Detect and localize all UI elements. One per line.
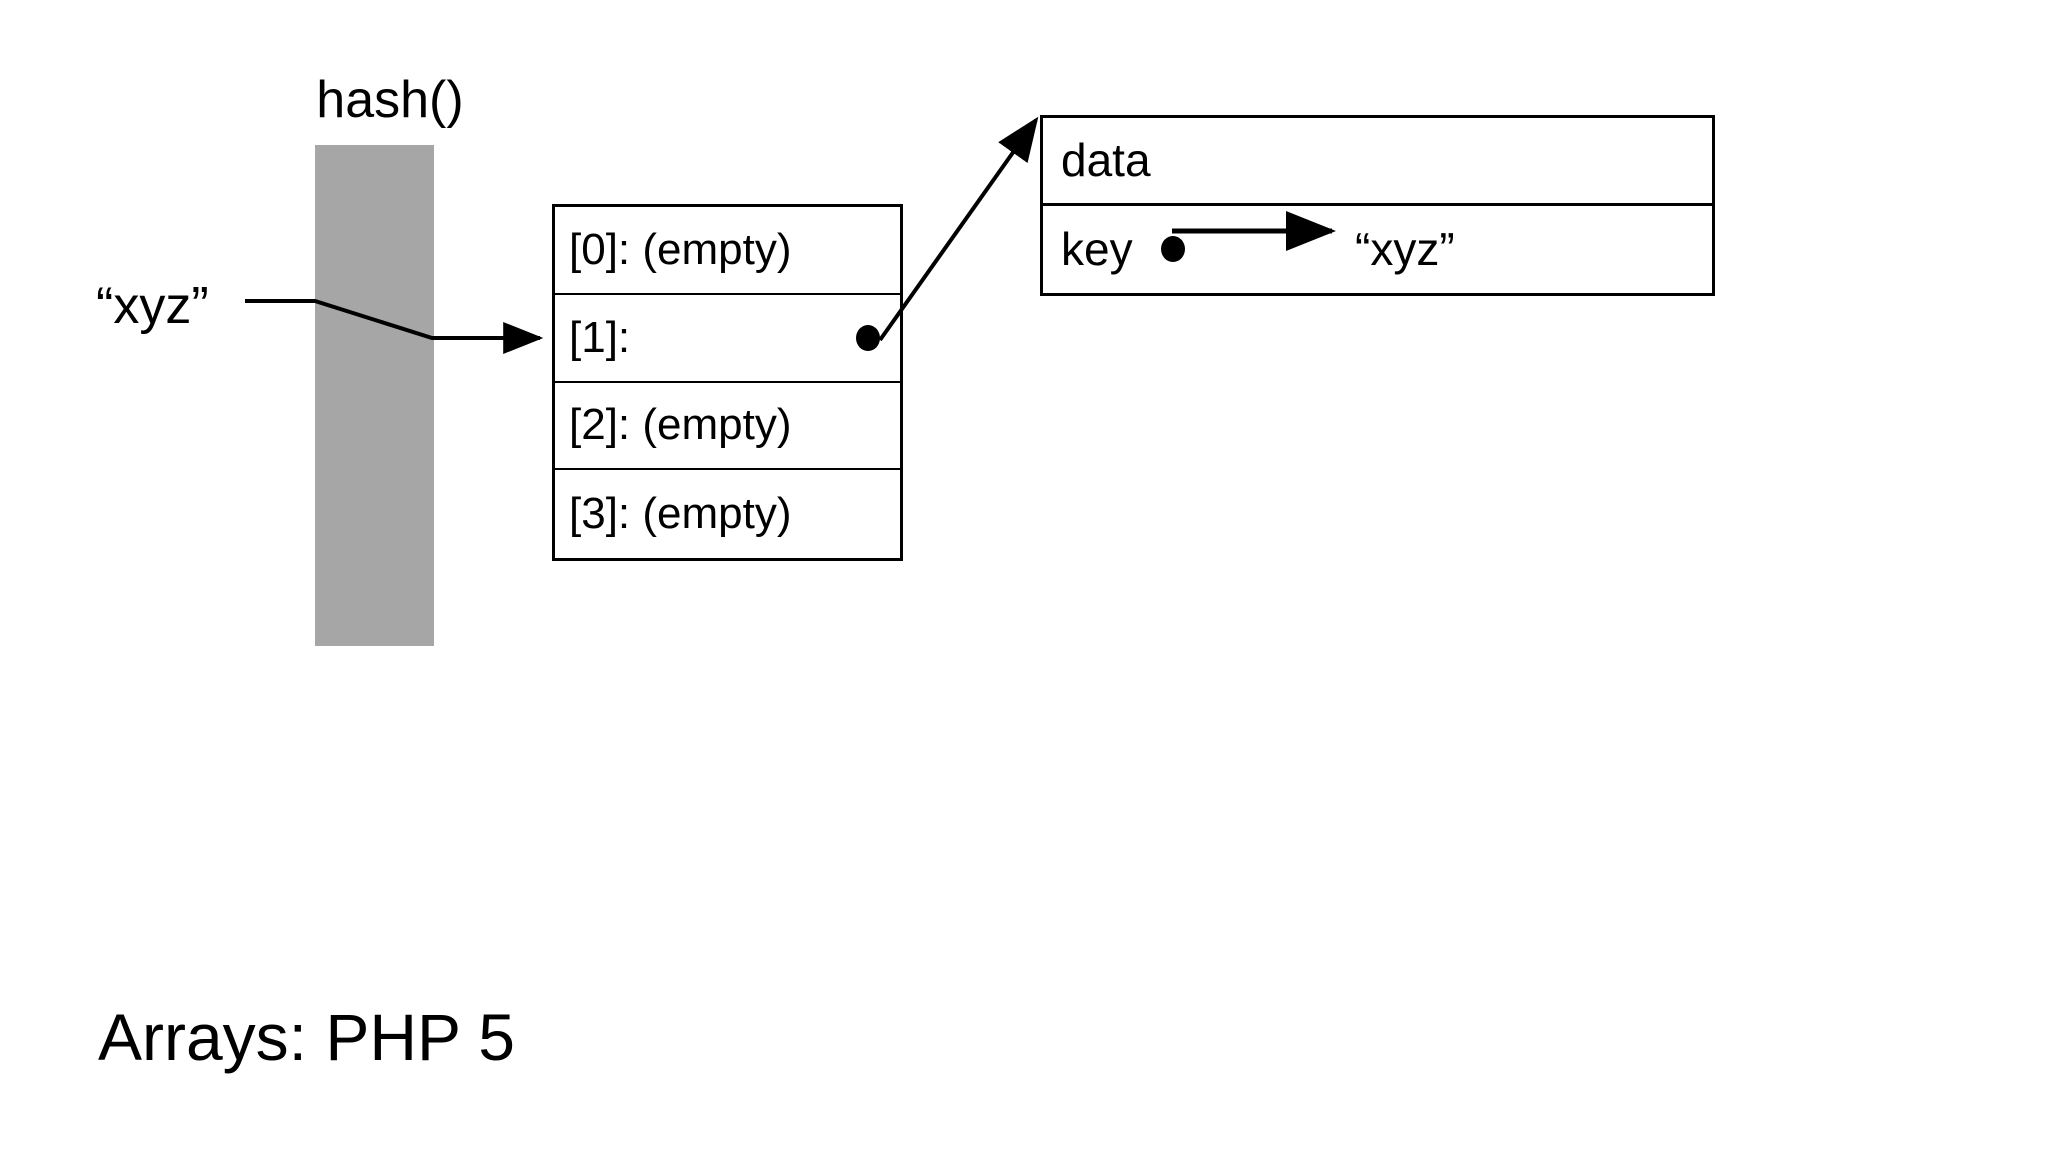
bucket-pointer-dot-icon [856,324,880,351]
hash-function-label: hash() [316,71,464,129]
slide-title: Arrays: PHP 5 [98,1000,515,1074]
bucket-slot-3: [3]: (empty) [555,470,900,558]
hash-function-bar [315,145,434,646]
bucket-slot-label: [0]: (empty) [569,224,792,274]
bucket-entry-data-label: data [1061,134,1151,187]
bucket-entry-key-row: key “xyz” [1043,206,1712,294]
bucket-slot-label: [1]: [569,312,631,362]
input-key-label: “xyz” [96,277,209,335]
bucket-entry-key-label: key [1061,223,1133,276]
bucket-slot-2: [2]: (empty) [555,383,900,471]
bucket-entry-box: data key “xyz” [1040,115,1715,296]
bucket-entry-data-row: data [1043,118,1712,206]
bucket-to-entry-arrow [878,116,1039,342]
bucket-slot-1: [1]: [555,295,900,383]
bucket-slot-label: [2]: (empty) [569,400,792,450]
key-pointer-dot-icon [1161,236,1185,263]
bucket-array: [0]: (empty) [1]: [2]: (empty) [3]: (emp… [552,204,903,561]
bucket-slot-label: [3]: (empty) [569,489,792,539]
bucket-entry-key-value: “xyz” [1355,223,1455,276]
bucket-slot-0: [0]: (empty) [555,207,900,295]
